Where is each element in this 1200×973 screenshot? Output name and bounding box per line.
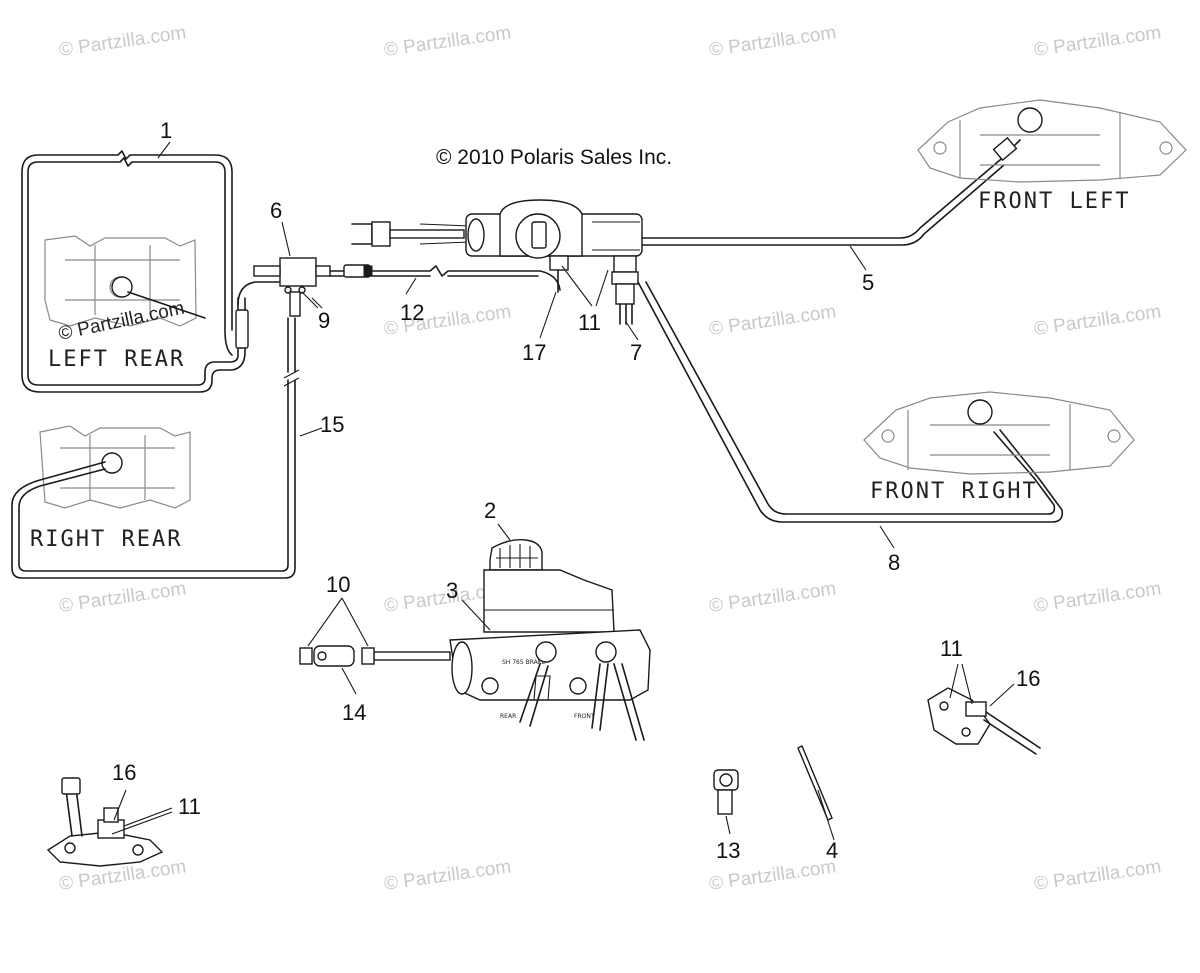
callout-9: 9 [318,308,330,333]
callout-10: 10 [326,572,350,597]
callout-13: 13 [716,838,740,863]
master-cylinder-group: SH 765 BRAKE REAR FRONT [299,538,651,741]
upper-master-cylinder-group [351,199,643,325]
brake-tee-group [253,257,561,317]
body-stamp: SH 765 BRAKE [502,659,546,666]
brake-line-1 [27,157,239,386]
callout-1: 1 [160,118,172,143]
bracket-16-left [46,831,164,867]
front-left-label: FRONT LEFT [978,189,1130,214]
callout-11-top: 11 [578,310,601,335]
callout-15: 15 [320,412,344,437]
reservoir [483,569,615,633]
callout-8: 8 [888,550,900,575]
watermark: © Partzilla.com [708,578,838,617]
reservoir-cap-2 [489,538,543,571]
brake-line-5 [641,139,1021,239]
watermark: © Partzilla.com [1033,22,1163,61]
watermark: © Partzilla.com [1033,578,1163,617]
watermark: © Partzilla.com [708,22,838,61]
bracket-right-group [927,687,1041,755]
front-right-label: FRONT RIGHT [870,479,1038,504]
watermark: © Partzilla.com [383,22,513,61]
callout-11-right: 11 [940,636,963,661]
watermark: © Partzilla.com [383,856,513,895]
left-rear-caliper [44,235,197,327]
front-right-caliper [863,391,1135,475]
right-rear-caliper-group: RIGHT REAR [11,317,300,579]
brake-line-15 [11,379,296,579]
brake-tee-6 [279,257,317,287]
pin-4 [797,745,833,821]
watermark: © Partzilla.com [58,22,188,61]
right-rear-caliper [39,425,191,509]
watermark: © Partzilla.com [58,578,188,617]
line-1-fitting [235,309,249,349]
callout-4: 4 [826,838,838,863]
watermark: © Partzilla.com [708,301,838,340]
right-rear-label: RIGHT REAR [30,527,182,552]
master-cylinder-3 [449,629,651,701]
left-rear-label: LEFT REAR [48,347,185,372]
copyright-text: © 2010 Polaris Sales Inc. [436,146,672,169]
front-left-caliper [917,99,1187,183]
watermark-overlay: © Partzilla.com [57,298,187,345]
outlet-stamp: REAR [500,713,516,720]
pushrod-14 [373,651,451,661]
callout-11-left: 11 [178,794,201,819]
callout-14: 14 [342,700,366,725]
callout-5: 5 [862,270,874,295]
front-right-caliper-group: FRONT RIGHT [637,281,1135,523]
front-left-caliper-group: FRONT LEFT [641,99,1187,246]
callouts: 1 2 3 4 5 6 7 8 9 10 11 11 11 12 13 14 1 [111,118,1040,863]
callout-3: 3 [446,578,458,603]
watermark: © Partzilla.com [1033,301,1163,340]
left-rear-caliper-group: LEFT REAR © Partzilla.com [21,150,281,393]
callout-16-right: 16 [1016,666,1040,691]
callout-17: 17 [522,340,546,365]
callout-7: 7 [630,340,642,365]
outlet-stamp: FRONT [574,713,595,720]
brake-line-8 [637,281,1064,523]
small-parts-group [713,745,833,821]
callout-2: 2 [484,498,496,523]
callout-6: 6 [270,198,282,223]
watermark: © Partzilla.com [1033,856,1163,895]
callout-12: 12 [400,300,424,325]
callout-16-left: 16 [112,760,136,785]
